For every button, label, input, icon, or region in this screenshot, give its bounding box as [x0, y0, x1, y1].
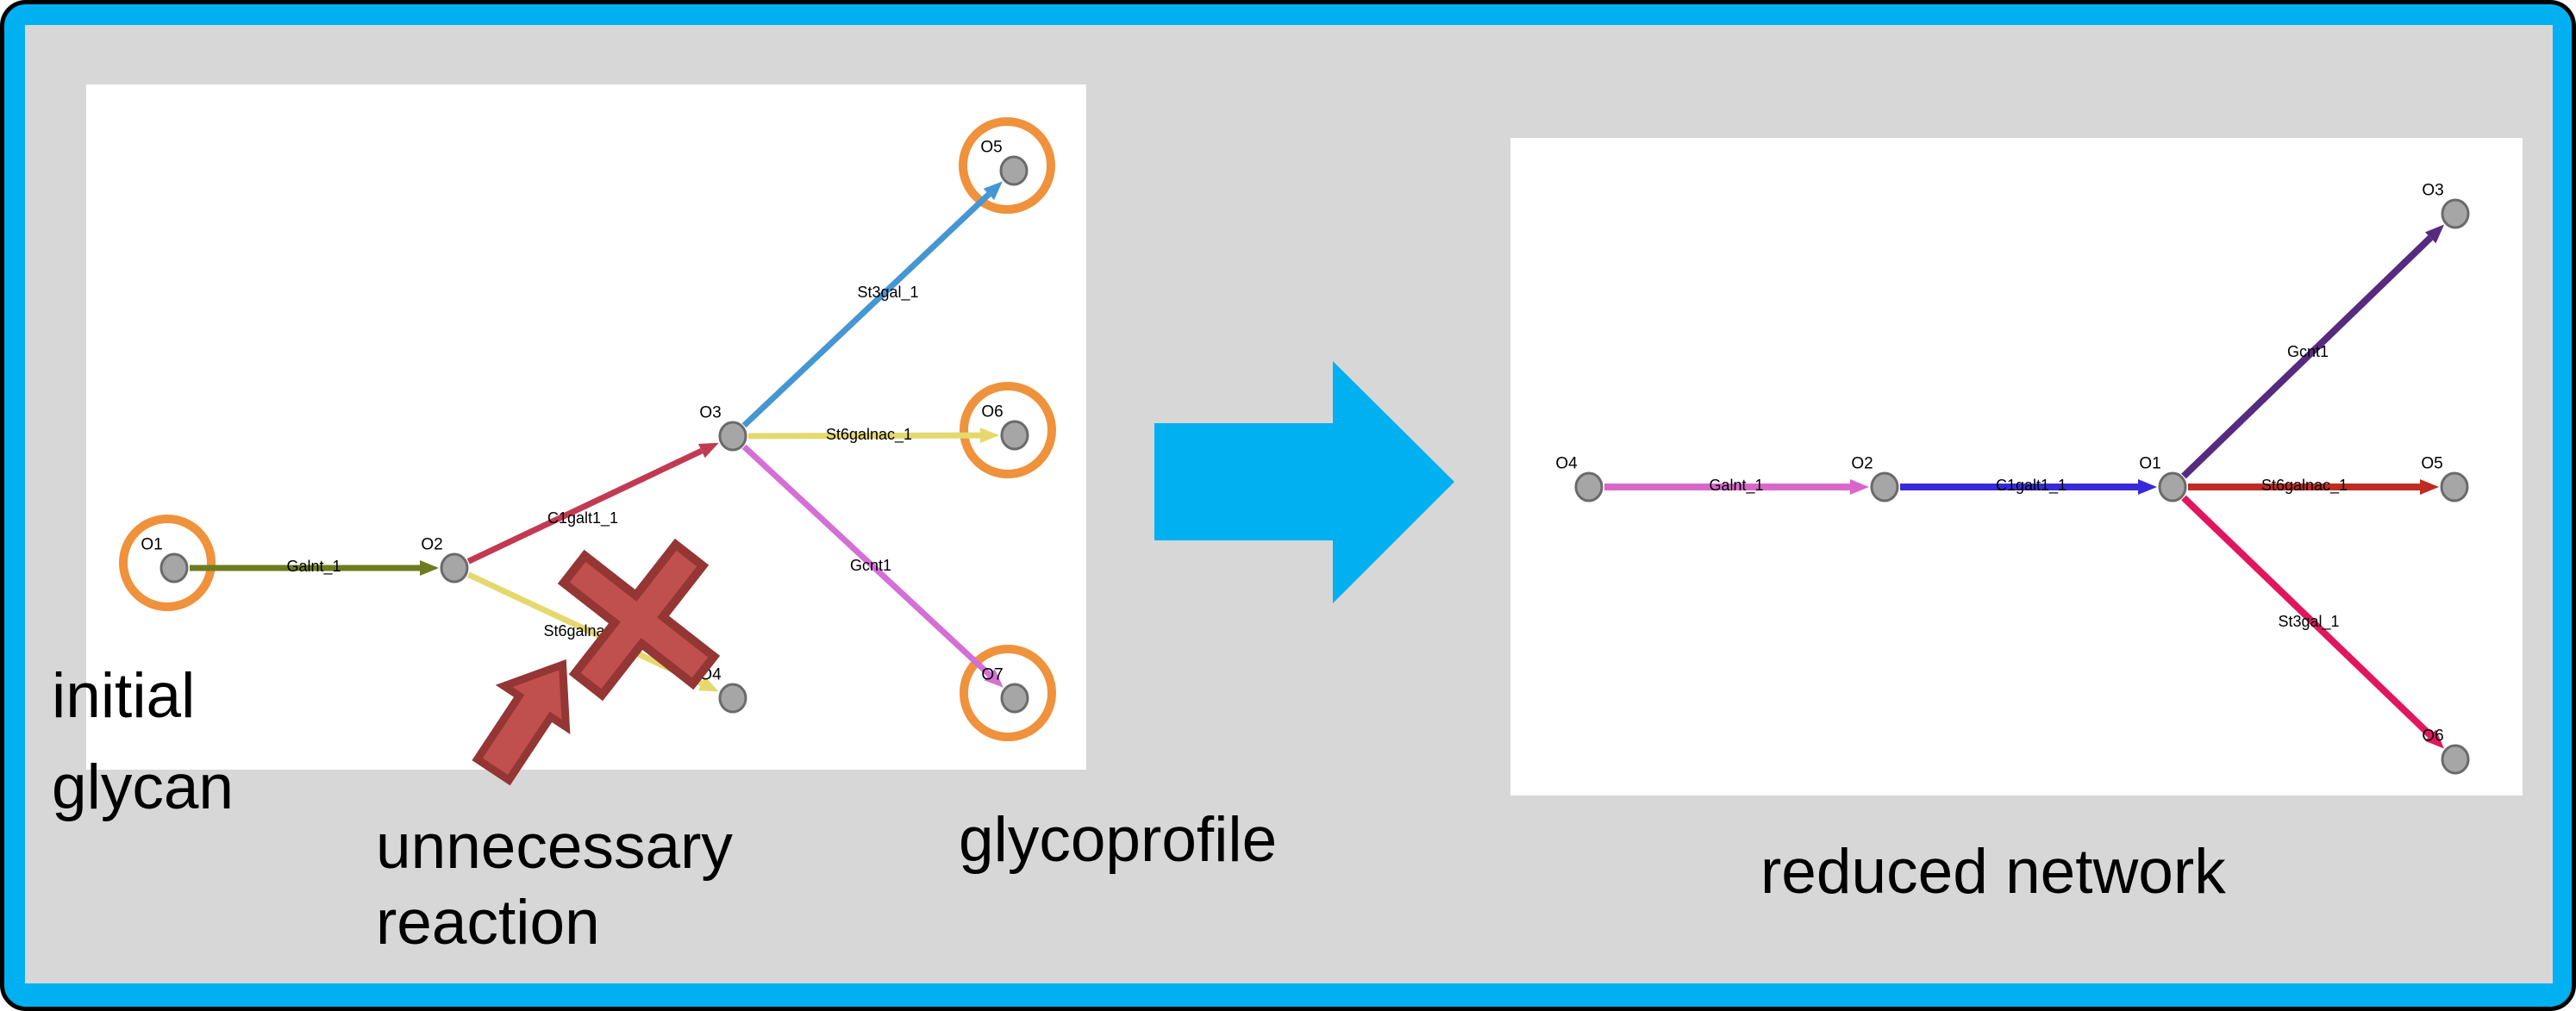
node-label-O5: O5	[980, 139, 1002, 157]
caption-reduced-network: reduced network	[1760, 837, 2226, 907]
caption-unnecessary-line2: reaction	[376, 888, 600, 958]
edge-label-O1-O5: St6galnac_1	[2261, 477, 2348, 495]
node-label-O2: O2	[421, 536, 442, 554]
highlight-ring-O5	[959, 117, 1055, 214]
caption-initial-glycan: initial glycan	[52, 651, 234, 833]
node-label-O6: O6	[2422, 727, 2443, 746]
edge-label-O3-O5: St3gal_1	[857, 284, 918, 302]
edge-O3-O7	[741, 444, 992, 677]
arrowhead-O1-O5	[2420, 479, 2439, 495]
node-label-O3: O3	[699, 404, 721, 422]
node-label-O2: O2	[1851, 455, 1873, 473]
node-label-O4: O4	[699, 666, 722, 684]
edge-O2-O3	[466, 447, 703, 565]
arrowhead-O2-O1	[2138, 479, 2157, 495]
edge-O1-O3	[2181, 234, 2434, 479]
node-O7	[1000, 683, 1029, 714]
node-O1	[159, 552, 189, 584]
arrowhead-O3-O7	[984, 669, 1004, 688]
node-label-O1: O1	[141, 536, 162, 554]
edge-O1-O6	[2181, 495, 2433, 739]
edge-O3-O6	[747, 432, 981, 440]
edge-O3-O5	[741, 191, 991, 428]
caption-initial-line1: initial	[52, 661, 196, 731]
node-label-O4: O4	[1555, 455, 1578, 473]
highlight-ring-O6	[960, 382, 1056, 478]
node-O5	[999, 155, 1029, 186]
edge-label-O4-O2: Galnt_1	[1709, 477, 1763, 495]
edge-label-O1-O6: St3gal_1	[2278, 613, 2339, 631]
arrowhead-O3-O5	[983, 181, 1003, 201]
arrowhead-O1-O2	[420, 560, 439, 576]
highlight-ring-O1	[119, 515, 216, 611]
highlight-ring-O7	[960, 645, 1056, 741]
node-label-O5: O5	[2421, 455, 2442, 473]
arrowhead-O4-O2	[1850, 479, 1869, 495]
node-O6	[1000, 420, 1029, 451]
node-label-O3: O3	[2422, 182, 2443, 200]
node-label-O7: O7	[981, 666, 1003, 684]
edge-label-O3-O6: St6galnac_1	[826, 426, 912, 444]
node-O2	[440, 552, 469, 584]
edge-label-O2-O1: C1galt1_1	[1996, 477, 2066, 495]
node-O3	[718, 421, 747, 452]
arrowhead-O1-O3	[2424, 224, 2445, 244]
node-O4	[718, 683, 747, 714]
node-O5	[2440, 471, 2469, 502]
node-label-O6: O6	[981, 403, 1003, 421]
edge-label-O1-O3: Gcnt1	[2287, 343, 2329, 360]
caption-unnecessary-line1: unnecessary	[376, 812, 733, 882]
edge-label-O2-O4: St6galna	[543, 622, 605, 640]
edge-label-O1-O2: Galnt_1	[286, 558, 341, 576]
arrowhead-O2-O3	[697, 442, 719, 459]
edge-label-O3-O7: Gcnt1	[850, 557, 891, 574]
caption-glycoprofile: glycoprofile	[959, 805, 1278, 875]
caption-initial-line2: glycan	[52, 752, 234, 822]
node-O1	[2158, 471, 2187, 502]
arrowhead-O3-O6	[979, 427, 1000, 444]
node-O2	[1870, 471, 1899, 502]
node-O4	[1574, 471, 1604, 502]
node-O6	[2441, 744, 2470, 775]
arrowhead-O1-O6	[2424, 729, 2445, 749]
node-O3	[2441, 198, 2470, 229]
edge-label-O2-O3: C1galt1_1	[547, 509, 618, 527]
reduced-network: Galnt_1 C1galt1_1 Gcnt1St6galnac_1St3gal_1…	[1555, 182, 2470, 775]
node-label-O1: O1	[2139, 455, 2160, 473]
caption-unnecessary-reaction: unnecessary reaction	[376, 809, 733, 961]
